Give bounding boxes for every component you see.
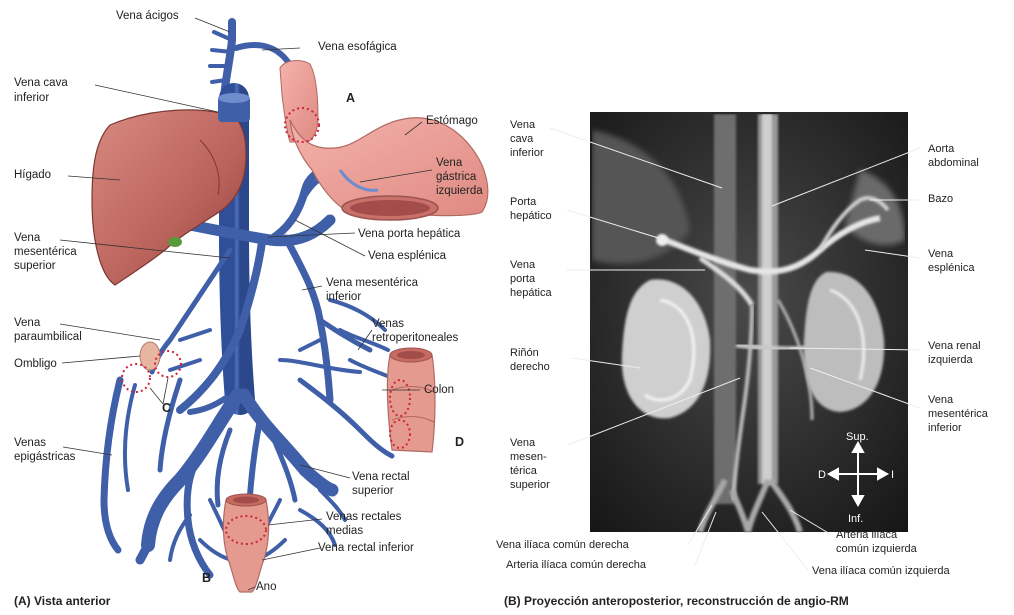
- label-paraumbilical-1: Vena: [14, 317, 41, 329]
- panel-b: Sup. Inf. D I Vena cava inferior Aorta a…: [496, 112, 989, 608]
- marker-b: B: [202, 571, 211, 585]
- orient-inf: Inf.: [848, 513, 863, 525]
- b-label-splenic-1: Vena: [928, 248, 954, 260]
- b-label-right-iliac-artery: Arteria ilíaca común derecha: [506, 559, 647, 571]
- b-label-left-iliac-artery-2: común izquierda: [836, 543, 918, 555]
- b-label-left-iliac-vein: Vena ilíaca común izquierda: [812, 565, 950, 577]
- gallbladder: [168, 237, 182, 247]
- label-ivc-1: Vena cava: [14, 77, 68, 89]
- b-label-right-iliac-vein: Vena ilíaca común derecha: [496, 539, 630, 551]
- label-inf-mesenteric-2: inferior: [326, 291, 361, 303]
- colon: [387, 348, 435, 452]
- b-label-sup-mesenteric-2: mesen-: [510, 451, 547, 463]
- label-azygos: Vena ácigos: [116, 10, 179, 22]
- label-epigastric-2: epigástricas: [14, 451, 76, 463]
- label-sup-rectal-1: Vena rectal: [352, 471, 410, 483]
- b-label-inf-mesenteric-3: inferior: [928, 422, 962, 434]
- label-paraumbilical-2: paraumbilical: [14, 331, 82, 343]
- b-label-left-iliac-artery-1: Arteria ilíaca: [836, 529, 898, 541]
- b-label-sup-mesenteric-1: Vena: [510, 437, 536, 449]
- label-portal: Vena porta hepática: [358, 228, 461, 240]
- label-sup-mesenteric-1: Vena: [14, 232, 41, 244]
- b-label-sup-mesenteric-4: superior: [510, 479, 550, 491]
- label-sup-mesenteric-2: mesentérica: [14, 246, 77, 258]
- b-label-left-renal-1: Vena renal: [928, 340, 981, 352]
- b-label-portal-2: porta: [510, 273, 536, 285]
- marker-a: A: [346, 91, 355, 105]
- label-splenic: Vena esplénica: [368, 250, 447, 262]
- label-inf-rectal: Vena rectal inferior: [318, 542, 414, 554]
- b-label-inf-mesenteric-2: mesentérica: [928, 408, 989, 420]
- caption-a: (A) Vista anterior: [14, 594, 111, 608]
- b-label-ivc-2: cava: [510, 133, 534, 145]
- b-label-portal-1: Vena: [510, 259, 536, 271]
- label-inf-mesenteric-1: Vena mesentérica: [326, 277, 419, 289]
- label-epigastric-1: Venas: [14, 437, 46, 449]
- b-label-splenic-2: esplénica: [928, 262, 975, 274]
- label-ivc-2: inferior: [14, 92, 49, 104]
- orient-sup: Sup.: [846, 431, 869, 443]
- label-anus: Ano: [256, 581, 276, 593]
- b-label-ivc-1: Vena: [510, 119, 536, 131]
- b-label-sup-mesenteric-3: térica: [510, 465, 538, 477]
- orient-d: D: [818, 469, 826, 481]
- panel-a: Vena ácigos Vena esofágica Vena cava inf…: [14, 10, 488, 608]
- label-navel: Ombligo: [14, 358, 57, 370]
- b-label-spleen: Bazo: [928, 193, 953, 205]
- label-left-gastric-3: izquierda: [436, 185, 483, 197]
- b-label-portal-short-1: Porta: [510, 196, 537, 208]
- b-label-ivc-3: inferior: [510, 147, 544, 159]
- label-retroperitoneal-1: Venas: [372, 318, 404, 330]
- label-mid-rectal-2: medias: [326, 525, 363, 537]
- b-label-aorta-2: abdominal: [928, 157, 979, 169]
- label-left-gastric-2: gástrica: [436, 171, 477, 183]
- label-esophageal: Vena esofágica: [318, 41, 397, 53]
- b-label-left-renal-2: izquierda: [928, 354, 974, 366]
- label-colon: Colon: [424, 384, 454, 396]
- label-sup-rectal-2: superior: [352, 485, 394, 497]
- b-label-portal-3: hepática: [510, 287, 552, 299]
- esophagus: [280, 61, 318, 142]
- label-left-gastric-1: Vena: [436, 157, 463, 169]
- b-label-portal-short-2: hepático: [510, 210, 552, 222]
- label-liver: Hígado: [14, 169, 51, 181]
- b-label-aorta-1: Aorta: [928, 143, 955, 155]
- b-label-right-kidney-2: derecho: [510, 361, 550, 373]
- label-sup-mesenteric-3: superior: [14, 260, 56, 272]
- label-mid-rectal-1: Venas rectales: [326, 511, 402, 523]
- b-label-inf-mesenteric-1: Vena: [928, 394, 954, 406]
- marker-c: C: [162, 401, 171, 415]
- label-stomach: Estómago: [426, 115, 478, 127]
- navel: [140, 342, 160, 370]
- b-label-right-kidney-1: Riñón: [510, 347, 539, 359]
- label-retroperitoneal-2: retroperitoneales: [372, 332, 459, 344]
- caption-b: (B) Proyección anteroposterior, reconstr…: [504, 594, 849, 608]
- marker-d: D: [455, 435, 464, 449]
- orient-i: I: [891, 469, 894, 481]
